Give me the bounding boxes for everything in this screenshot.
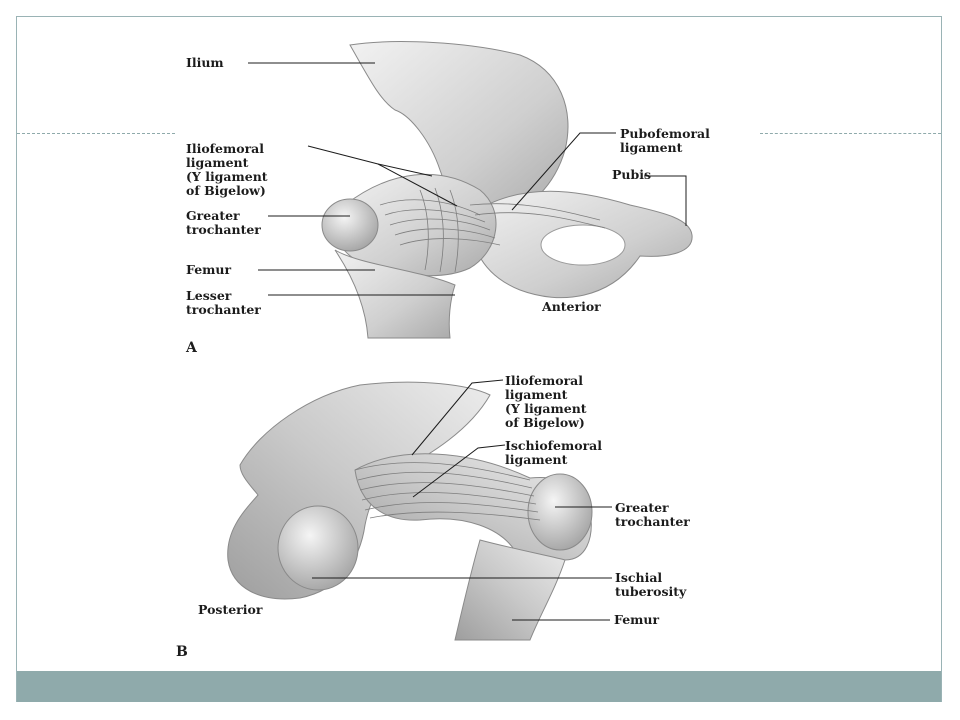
label-greater-trochanter-b: Greater trochanter	[615, 500, 690, 529]
ligament-fibers-a	[379, 187, 606, 273]
panel-a-drawing	[321, 41, 693, 339]
leader-lines	[248, 62, 687, 621]
label-femur-a: Femur	[186, 262, 232, 277]
obturator-foramen	[540, 224, 626, 266]
label-pubofemoral-ligament: Pubofemoral ligament	[620, 126, 710, 155]
label-femur-b: Femur	[614, 612, 660, 627]
greater-trochanter-bone-b	[527, 473, 593, 551]
panel-b-drawing	[227, 381, 593, 641]
leader-ischiofemoral	[412, 444, 506, 498]
leader-iliofemoral-a	[307, 145, 433, 177]
label-anterior-view: Anterior	[542, 299, 601, 314]
label-iliofemoral-ligament-a: Iliofemoral ligament (Y ligament of Bige…	[186, 141, 268, 198]
label-pubis: Pubis	[612, 167, 652, 182]
greater-trochanter-bone	[321, 198, 379, 252]
leader-iliofemoral-a-2	[377, 163, 458, 207]
femur-shaft-b	[454, 539, 566, 641]
panel-letter-b: B	[176, 644, 188, 660]
label-ischial-tuberosity: Ischial tuberosity	[615, 570, 687, 599]
leader-iliofemoral-b	[411, 379, 504, 456]
title-divider-right	[760, 133, 941, 134]
label-iliofemoral-ligament-b: Iliofemoral ligament (Y ligament of Bige…	[505, 373, 587, 430]
label-posterior-view: Posterior	[198, 602, 263, 617]
label-lesser-trochanter: Lesser trochanter	[186, 288, 261, 317]
leader-pubis	[644, 175, 687, 226]
panel-letter-a: A	[186, 340, 197, 356]
label-greater-trochanter-a: Greater trochanter	[186, 208, 261, 237]
ischial-tuberosity-bone	[277, 505, 359, 591]
label-ischiofemoral-ligament: Ischiofemoral ligament	[505, 438, 602, 467]
leader-pubofemoral	[511, 132, 616, 211]
femoral-neck-b	[354, 453, 592, 561]
ligament-fibers-b	[354, 462, 541, 521]
femur-shaft-a	[334, 249, 456, 339]
title-divider-left	[17, 133, 175, 134]
footer-bar	[17, 671, 941, 702]
label-ilium: Ilium	[186, 55, 224, 70]
